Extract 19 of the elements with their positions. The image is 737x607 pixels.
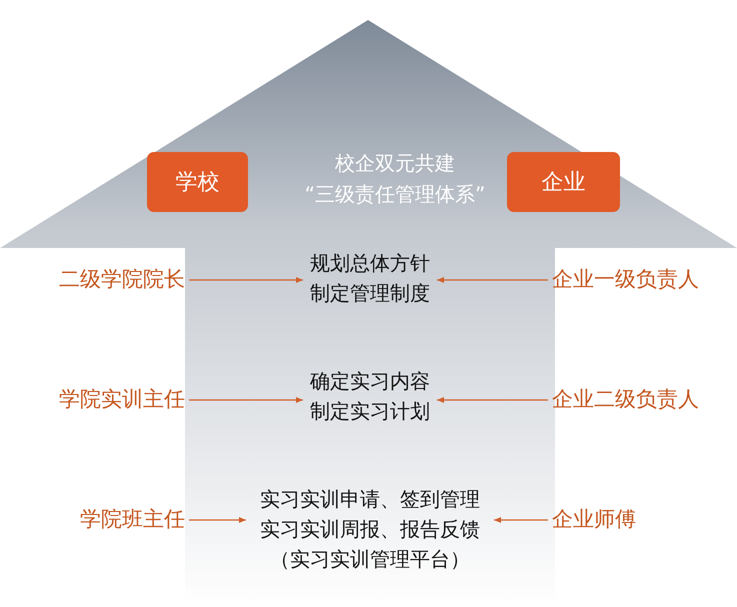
task-text: 实习实训申请、签到管理 实习实训周报、报告反馈 （实习实训管理平台） [250,484,490,576]
arrow [189,517,246,523]
arrow [189,277,303,283]
arrow [437,277,548,283]
role-label: 学院实训主任 [10,384,185,414]
role-label: 企业一级负责人 [552,264,737,294]
role-label: 学院班主任 [10,504,185,534]
task-text: 确定实习内容 制定实习计划 [307,366,433,428]
arrow [189,397,303,403]
label-box: 学校 [147,152,248,212]
heading-text: 校企双元共建 [334,150,456,177]
arrow [437,397,548,403]
heading-text: “三级责任管理体系” [304,181,486,208]
label-box: 企业 [507,152,620,212]
arrow [494,517,548,523]
role-label: 二级学院院长 [10,264,185,294]
role-label: 企业师傅 [552,504,737,534]
role-label: 企业二级负责人 [552,384,737,414]
task-text: 规划总体方针 制定管理制度 [307,248,433,310]
